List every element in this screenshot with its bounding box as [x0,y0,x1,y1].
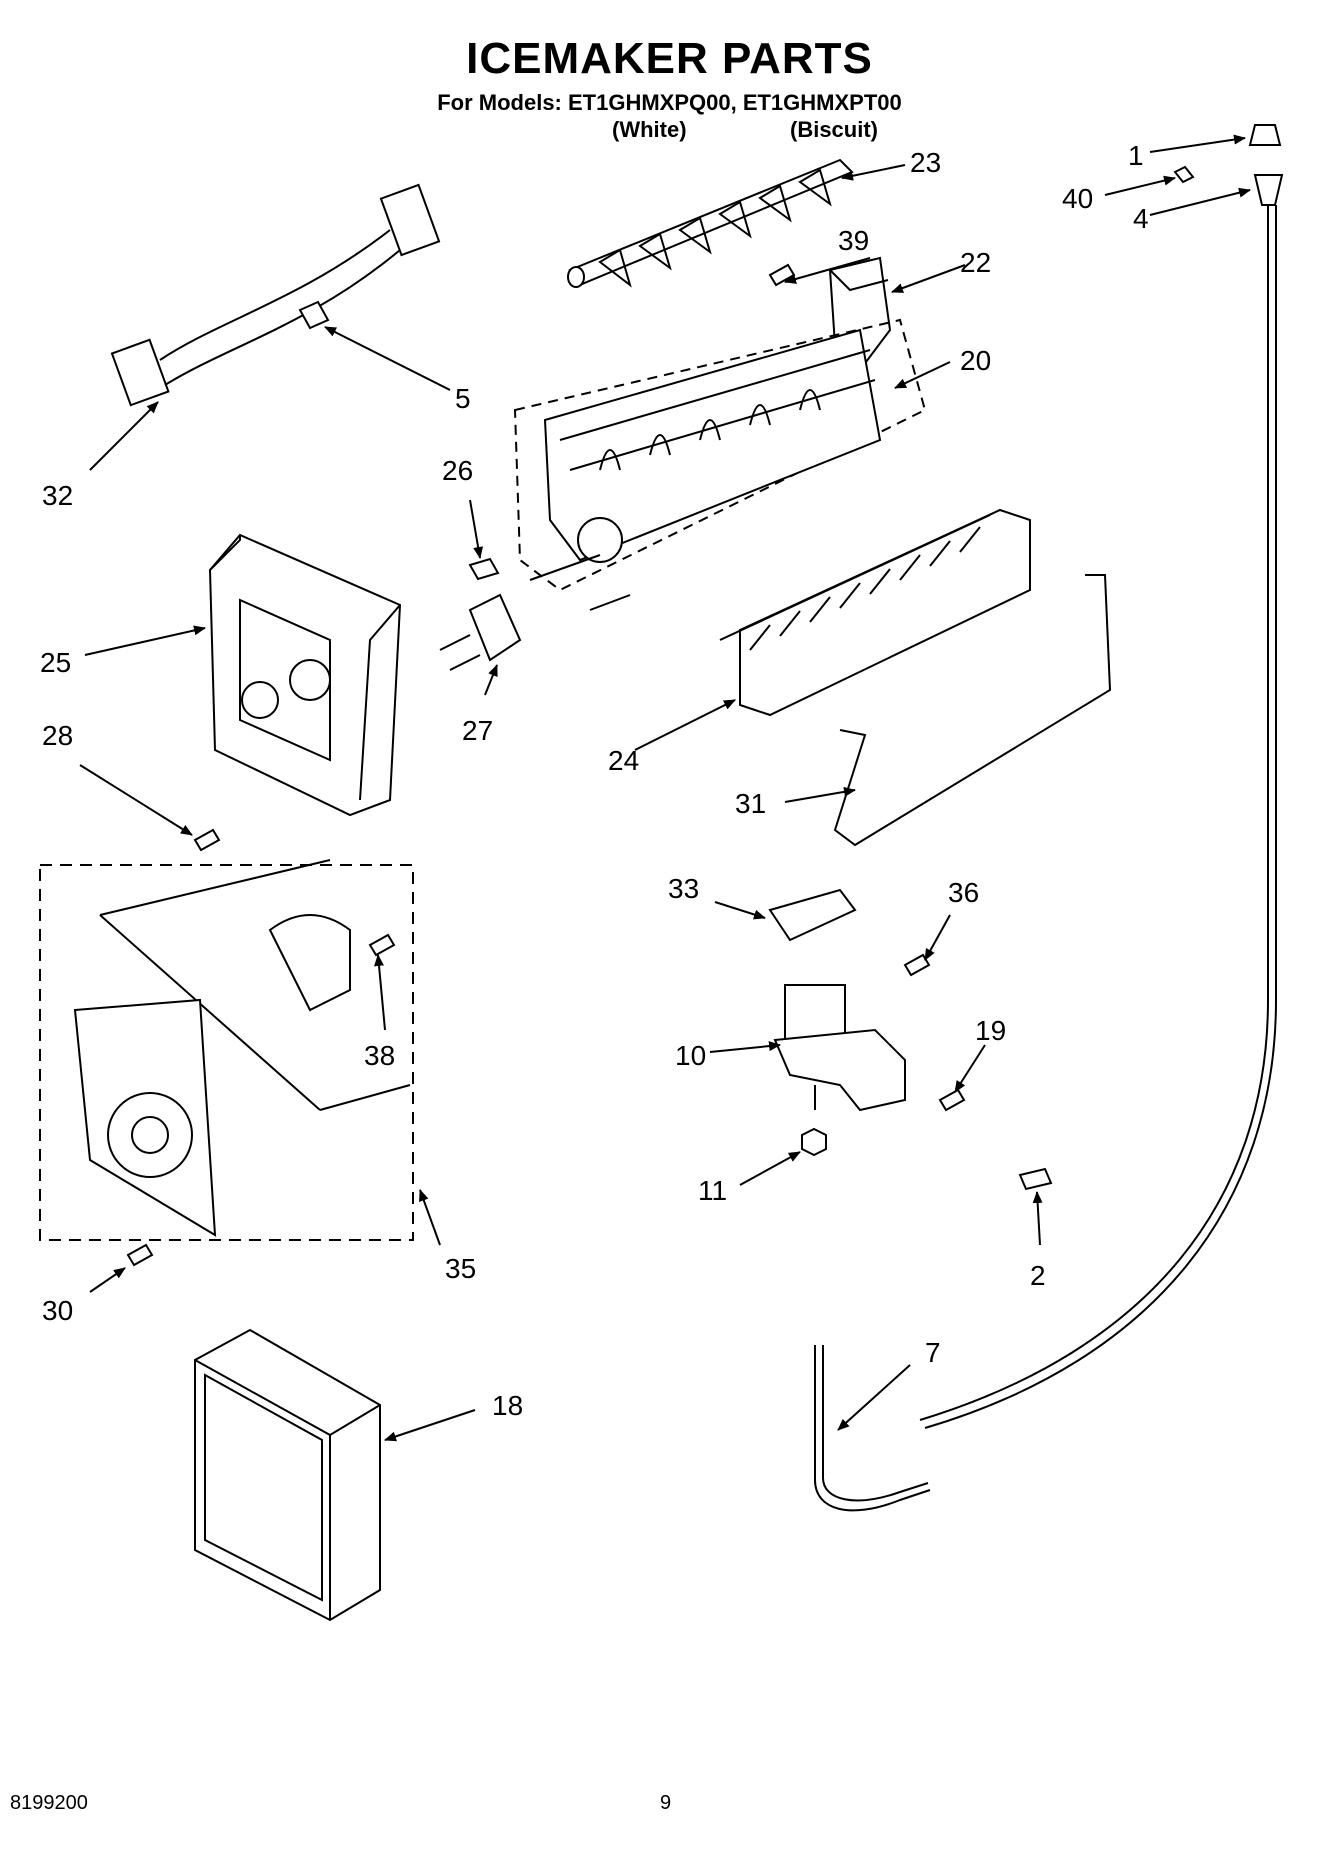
callout-39: 39 [838,225,869,256]
valve-bracket-part [768,888,857,942]
callout-19: 19 [975,1015,1006,1046]
stripper-part [719,508,1031,717]
fill-tube-fittings-part [1173,124,1284,206]
callout-24: 24 [608,745,639,776]
module-kit-part [39,859,414,1241]
callout-23: 23 [910,147,941,178]
callout-20: 20 [960,345,991,376]
housing-part [208,533,402,817]
callout-2: 2 [1030,1260,1046,1291]
variant-white-label: (White) [612,117,687,142]
page-number: 9 [660,1792,672,1814]
callout-22: 22 [960,247,991,278]
mold-assembly-part [513,318,927,611]
feeler-arm-part [833,574,1112,847]
callout-18: 18 [492,1390,523,1421]
callout-labels: 1 40 4 23 39 22 20 5 32 26 25 27 24 28 3… [40,140,1149,1421]
ejector-shaft-part [567,158,854,288]
callout-26: 26 [442,455,473,486]
callout-4: 4 [1133,203,1149,234]
document-number: 8199200 [10,1792,88,1814]
thermostat-part [439,593,522,671]
inlet-tube-part [814,1345,931,1512]
callout-30: 30 [42,1295,73,1326]
cover-block-part [194,1328,381,1622]
page-title: ICEMAKER PARTS [466,34,873,83]
callout-28: 28 [42,720,73,751]
variant-biscuit-label: (Biscuit) [790,117,878,142]
callout-35: 35 [445,1253,476,1284]
small-clip-part [1018,1167,1053,1191]
callout-7: 7 [925,1337,941,1368]
screws-part [126,263,966,1267]
callout-1: 1 [1128,140,1144,171]
callout-27: 27 [462,715,493,746]
water-line-part [919,205,1269,1421]
clip-part [298,300,330,330]
bracket-part [468,557,500,581]
callout-5: 5 [455,383,471,414]
callout-10: 10 [675,1040,706,1071]
callout-25: 25 [40,647,71,678]
callout-40: 40 [1062,183,1093,214]
callout-38: 38 [364,1040,395,1071]
callout-33: 33 [668,873,699,904]
callout-36: 36 [948,877,979,908]
callout-31: 31 [735,788,766,819]
water-valve-part [773,984,906,1112]
wire-harness-part [110,183,441,407]
nut-part [801,1127,827,1157]
callout-11: 11 [698,1175,727,1206]
models-line: For Models: ET1GHMXPQ00, ET1GHMXPT00 [437,90,902,115]
callout-32: 32 [42,480,73,511]
